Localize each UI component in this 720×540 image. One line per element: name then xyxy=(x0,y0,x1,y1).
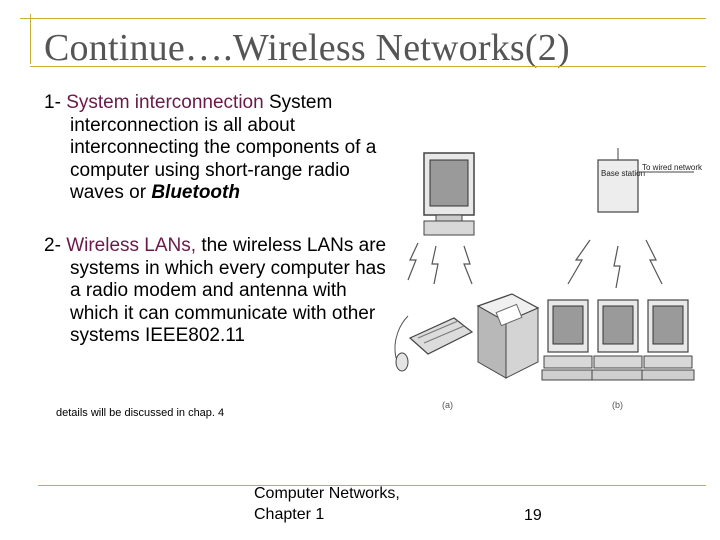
lan-computer-icon xyxy=(641,299,695,381)
item1-highlight: System interconnection xyxy=(66,92,264,113)
item-system-interconnection: 1- System interconnection System interco… xyxy=(44,92,396,205)
base-station-label: Base station xyxy=(601,169,645,178)
monitor-icon xyxy=(423,152,475,236)
radio-link-icon xyxy=(567,239,663,289)
footer-line1: Computer Networks, xyxy=(254,485,400,502)
radio-link-icon xyxy=(407,242,473,285)
item2-number: 2- xyxy=(44,235,61,256)
printer-icon xyxy=(476,293,540,379)
item1-number: 1- xyxy=(44,92,61,113)
footer-rule xyxy=(38,485,706,486)
title-top-rule xyxy=(20,18,706,19)
mouse-icon xyxy=(394,315,409,372)
lan-computer-icon xyxy=(541,299,595,381)
page-number: 19 xyxy=(524,507,542,524)
title-left-rule xyxy=(30,14,31,64)
title-underline xyxy=(30,66,706,67)
keyboard-icon xyxy=(408,317,474,355)
chapter-note: details will be discussed in chap. 4 xyxy=(56,407,225,419)
label-b: (b) xyxy=(612,400,623,410)
footer-line2: Chapter 1 xyxy=(254,506,325,523)
page-title: Continue….Wireless Networks(2) xyxy=(44,27,570,69)
lan-computer-icon xyxy=(591,299,645,381)
item2-highlight: Wireless LANs, xyxy=(66,235,197,256)
footer-course: Computer Networks, Chapter 1 xyxy=(254,483,400,525)
wireless-network-figure: (a) Base station To wired network (b) xyxy=(394,148,703,410)
label-a: (a) xyxy=(442,400,453,410)
item1-text: System interconnection is all about inte… xyxy=(70,92,377,203)
item-wireless-lans: 2- Wireless LANs, the wireless LANs are … xyxy=(44,235,396,348)
item2-text: the wireless LANs are systems in which e… xyxy=(70,235,387,346)
wired-network-label: To wired network xyxy=(642,163,703,172)
item1-emphasis: Bluetooth xyxy=(151,182,240,203)
base-station-icon xyxy=(597,148,639,213)
